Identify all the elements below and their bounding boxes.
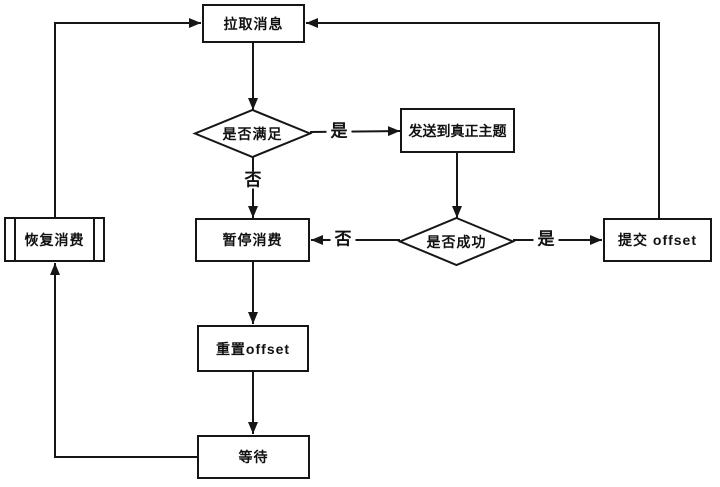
node-pull-message: 拉取消息 — [202, 4, 305, 43]
edge-label-satisfied-no: 否 — [240, 171, 266, 189]
node-pause-consume-label: 暂停消费 — [222, 232, 283, 248]
node-is-success: 是否成功 — [400, 218, 513, 265]
edge-label-success-yes: 是 — [533, 230, 559, 248]
node-is-satisfied: 是否满足 — [195, 110, 310, 157]
edge-label-satisfied-yes: 是 — [326, 122, 352, 140]
node-commit-offset: 提交 offset — [603, 218, 712, 262]
node-resume-consume: 恢复消费 — [4, 217, 105, 262]
node-is-success-label: 是否成功 — [426, 233, 487, 250]
node-reset-offset-label: 重置offset — [215, 340, 291, 357]
node-reset-offset: 重置offset — [197, 325, 309, 372]
node-wait: 等待 — [197, 435, 310, 479]
edge-label-success-no: 否 — [330, 230, 356, 248]
node-pull-message-label: 拉取消息 — [223, 15, 284, 32]
edge-satisfied-yes-to-send — [309, 126, 401, 137]
edge-wait-to-resume — [50, 263, 197, 458]
diamond-shape — [195, 110, 310, 157]
edge-resume-to-pull — [54, 18, 201, 217]
diamond-shape — [400, 218, 513, 265]
node-commit-offset-label: 提交 offset — [618, 232, 697, 248]
node-send-to-real-topic: 发送到真正主题 — [400, 108, 515, 153]
node-send-to-real-topic-label: 发送到真正主题 — [408, 122, 507, 139]
node-pause-consume: 暂停消费 — [195, 218, 310, 262]
node-wait-label: 等待 — [238, 449, 269, 465]
node-resume-consume-label: 恢复消费 — [24, 231, 85, 248]
node-is-satisfied-label: 是否满足 — [222, 125, 283, 142]
